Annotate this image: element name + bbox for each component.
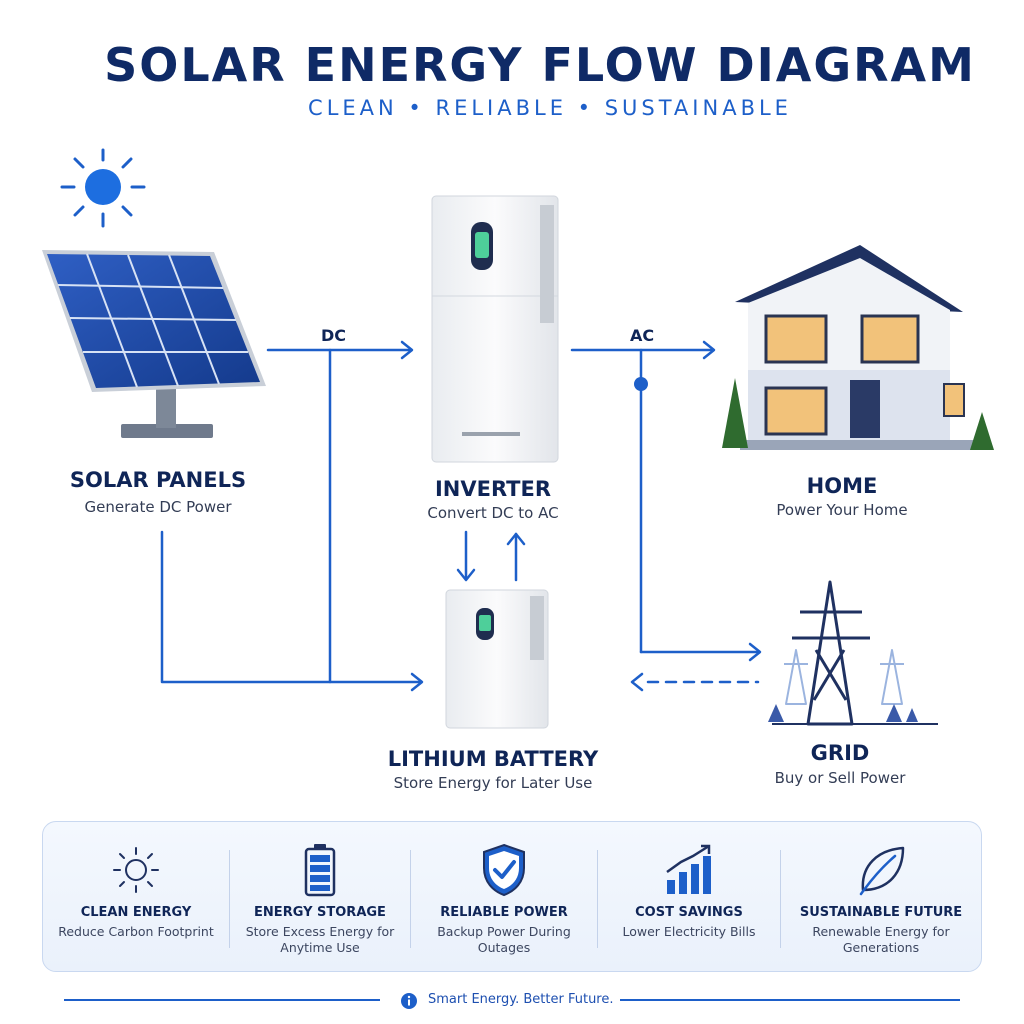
tree-icons xyxy=(768,704,918,722)
feature-energy-storage: ENERGY STORAGE Store Excess Energy for A… xyxy=(230,822,410,971)
ac-label: AC xyxy=(630,326,655,345)
footer-line-right xyxy=(620,999,960,1001)
junction-dot xyxy=(634,377,648,391)
house-icon xyxy=(722,245,994,450)
footer-tagline: Smart Energy. Better Future. xyxy=(428,992,614,1007)
leaf-icon xyxy=(859,846,905,896)
feature-cost-savings: COST SAVINGS Lower Electricity Bills xyxy=(598,822,780,971)
solar-title: SOLAR PANELS xyxy=(69,468,247,492)
bar-chart-icon xyxy=(666,844,711,894)
feature-desc: Lower Electricity Bills xyxy=(622,924,756,939)
grid-title: GRID xyxy=(810,741,870,765)
home-subtitle: Power Your Home xyxy=(776,501,908,519)
feature-title: COST SAVINGS xyxy=(635,905,743,920)
inverter-icon xyxy=(431,195,559,463)
feature-desc: Renewable Energy for Generations xyxy=(812,924,950,955)
sun-icon xyxy=(60,148,146,228)
divider xyxy=(229,850,230,948)
shield-check-icon xyxy=(483,843,525,897)
battery-subtitle: Store Energy for Later Use xyxy=(393,774,593,792)
feature-title: RELIABLE POWER xyxy=(440,905,568,920)
divider xyxy=(597,850,598,948)
page-title: SOLAR ENERGY FLOW DIAGRAM xyxy=(104,38,976,92)
feature-title: ENERGY STORAGE xyxy=(254,905,386,920)
feature-desc: Backup Power During Outages xyxy=(437,924,571,955)
benefits-panel: CLEAN ENERGY Reduce Carbon Footprint ENE… xyxy=(42,821,982,972)
feature-desc: Store Excess Energy for Anytime Use xyxy=(245,924,395,955)
inverter-subtitle: Convert DC to AC xyxy=(427,504,559,522)
feature-title: CLEAN ENERGY xyxy=(80,905,192,920)
solar-panel-icon xyxy=(42,250,266,438)
battery-icon xyxy=(445,589,549,729)
feature-sustainable-future: SUSTAINABLE FUTURE Renewable Energy for … xyxy=(781,822,981,971)
inverter-title: INVERTER xyxy=(434,477,552,501)
feature-reliable-power: RELIABLE POWER Backup Power During Outag… xyxy=(411,822,597,971)
battery-title: LITHIUM BATTERY xyxy=(387,747,599,771)
divider xyxy=(410,850,411,948)
divider xyxy=(780,850,781,948)
grid-tower-icon xyxy=(772,580,938,726)
solar-subtitle: Generate DC Power xyxy=(84,498,232,516)
info-icon xyxy=(401,993,417,1009)
flow-diagram xyxy=(42,148,994,729)
feature-desc: Reduce Carbon Footprint xyxy=(58,924,214,939)
grid-subtitle: Buy or Sell Power xyxy=(774,769,906,787)
connector-lines xyxy=(160,340,762,692)
battery-icon xyxy=(304,844,336,897)
sun-icon xyxy=(113,847,159,893)
home-title: HOME xyxy=(806,474,878,498)
dc-label: DC xyxy=(321,326,347,345)
feature-clean-energy: CLEAN ENERGY Reduce Carbon Footprint xyxy=(43,822,229,971)
page-subtitle: CLEAN • RELIABLE • SUSTAINABLE xyxy=(308,96,792,120)
footer-line-left xyxy=(64,999,380,1001)
feature-title: SUSTAINABLE FUTURE xyxy=(799,905,963,920)
